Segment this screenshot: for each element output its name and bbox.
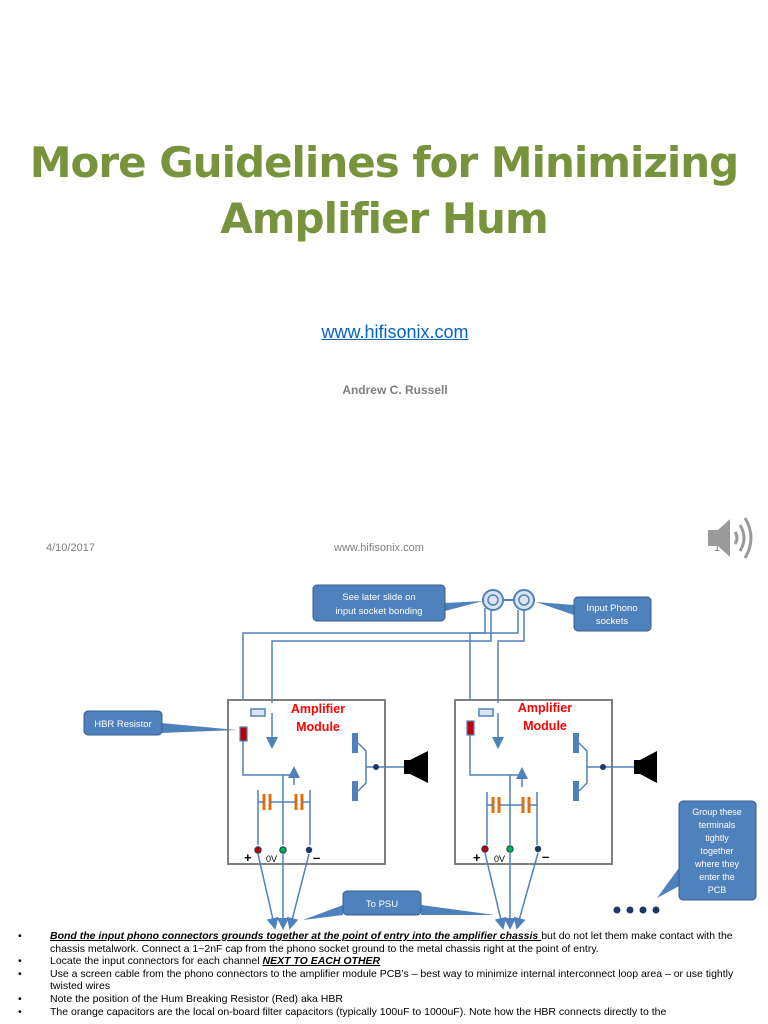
bullet-5-text: The orange capacitors are the local on-b… <box>50 1005 667 1018</box>
callout-input-phono-line1: Input Phono <box>586 603 637 614</box>
callout-group-line4: together <box>700 846 733 856</box>
amplifier-module-left: Amplifier Module + 0V – <box>227 699 404 865</box>
module-right-0v: 0V <box>494 854 505 864</box>
title-line-2: Amplifier Hum <box>220 194 548 243</box>
module-left-label-line1: Amplifier <box>291 702 345 716</box>
callout-socket-bonding: See later slide on input socket bonding <box>312 584 483 622</box>
callout-hbr-resistor-label: HBR Resistor <box>94 719 152 730</box>
bullet-3-text: Use a screen cable from the phono connec… <box>50 967 734 993</box>
module-left-plus: + <box>244 850 252 865</box>
bullet-2-emphasis: NEXT TO EACH OTHER <box>262 955 381 968</box>
callout-hbr-resistor: HBR Resistor <box>83 710 237 736</box>
callout-input-phono-line2: sockets <box>596 616 628 627</box>
callout-group-line2: terminals <box>699 820 736 830</box>
bullet-item: •Locate the input connectors for each ch… <box>18 955 381 968</box>
callout-group-line5: where they <box>694 859 740 869</box>
module-right-plus: + <box>473 850 481 865</box>
website-link[interactable]: www.hifisonix.com <box>321 322 469 342</box>
module-right-label-line2: Module <box>523 719 567 733</box>
slide-title: More Guidelines for Minimizing Amplifier… <box>0 135 768 247</box>
footer-page-number: 1 <box>714 542 721 554</box>
bullet-item: •Note the position of the Hum Breaking R… <box>18 992 343 1005</box>
callout-socket-bonding-line1: See later slide on <box>342 592 415 603</box>
module-left-minus: – <box>313 850 320 865</box>
bullet-1-text: but do not let them make contact with th… <box>50 930 733 955</box>
callout-group-line7: PCB <box>708 885 727 895</box>
callout-socket-bonding-line2: input socket bonding <box>335 606 422 617</box>
amplifier-module-right: Amplifier Module + 0V – <box>454 699 634 865</box>
bullet-2-text: Locate the input connectors for each cha… <box>50 955 263 968</box>
footer-date: 4/10/2017 <box>46 542 95 554</box>
speaker-symbol-left <box>404 751 428 783</box>
module-right-label-line1: Amplifier <box>518 701 572 715</box>
terminal-dots-group <box>613 906 660 914</box>
callout-to-psu-label: To PSU <box>366 899 398 910</box>
callout-to-psu: To PSU <box>303 890 495 920</box>
footer-site: www.hifisonix.com <box>334 542 424 554</box>
bullet-4-text: Note the position of the Hum Breaking Re… <box>50 992 343 1005</box>
callout-group-line3: tightly <box>705 833 729 843</box>
callout-group-line1: Group these <box>692 807 742 817</box>
module-left-label-line2: Module <box>296 720 340 734</box>
speaker-symbol-right <box>634 751 657 783</box>
bullet-1-emphasis: Bond the input phono connectors grounds … <box>50 930 542 942</box>
phono-socket-right <box>513 589 535 611</box>
bullet-item: •Use a screen cable from the phono conne… <box>18 967 734 993</box>
callout-group-terminals: Group these terminals tightly together w… <box>657 800 757 901</box>
phono-socket-left <box>482 589 504 611</box>
callout-input-phono: Input Phono sockets <box>536 596 652 632</box>
wiring-diagram: See later slide on input socket bonding … <box>83 584 757 930</box>
bullet-item: •Bond the input phono connectors grounds… <box>18 930 733 955</box>
bullet-item: •The orange capacitors are the local on-… <box>18 1005 667 1018</box>
bullet-list: •Bond the input phono connectors grounds… <box>18 930 758 1024</box>
speaker-icon[interactable] <box>700 510 756 566</box>
module-right-minus: – <box>542 849 549 864</box>
title-line-1: More Guidelines for Minimizing <box>29 138 740 187</box>
module-left-0v: 0V <box>266 854 277 864</box>
callout-group-line6: enter the <box>699 872 735 882</box>
author-name: Andrew C. Russell <box>342 383 448 397</box>
